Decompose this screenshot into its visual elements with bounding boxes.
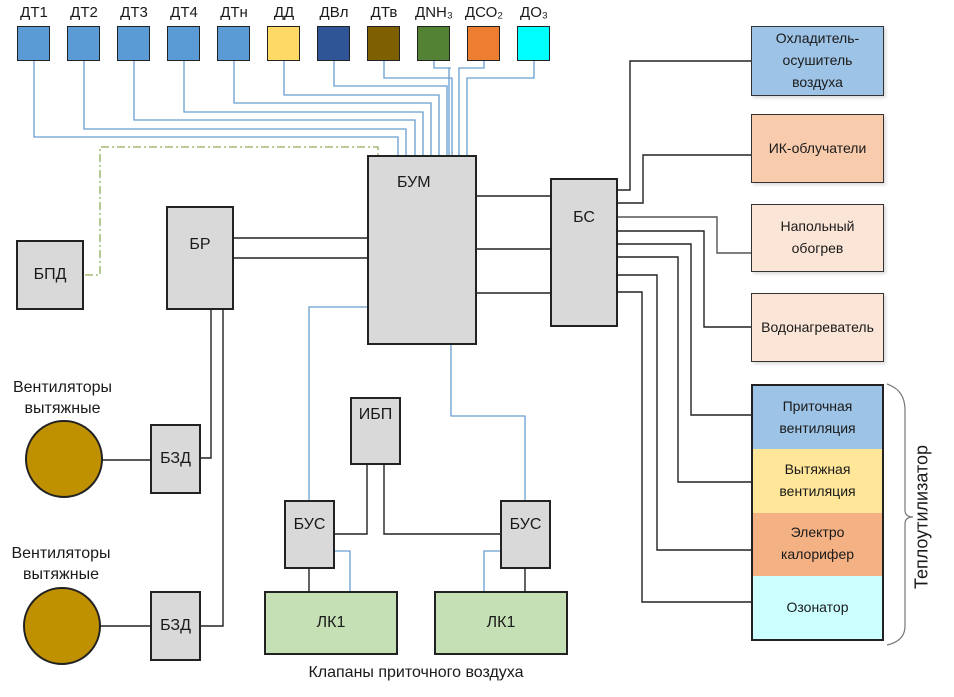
output-water-heater-label: Водонагреватель [761, 318, 874, 335]
wire-dt2 [83, 61, 407, 155]
sensor-label: ДСО₂ [464, 4, 504, 21]
wire-bus2-lk2 [483, 550, 500, 591]
output-cooler-dryer-label: Охладитель-осушитель воздуха [775, 30, 860, 90]
block-ibp-label: ИБП [358, 406, 393, 423]
wire-bs-supply [617, 243, 751, 416]
wire-bs-heater [617, 274, 751, 551]
sensor-box[interactable] [17, 26, 50, 61]
block-bzd-1-label: БЗД [160, 450, 191, 468]
wire-bus1-lk1 [334, 550, 351, 591]
output-ir-emitters-label: ИК-облучатели [768, 139, 867, 156]
sensor-wires [33, 61, 535, 591]
block-bpd[interactable]: БПД [16, 240, 84, 310]
wire-br-bzd1 [200, 309, 212, 459]
wire-bs-exhaust [617, 256, 751, 483]
sensor-label: ДТ2 [70, 4, 98, 21]
sensor-box[interactable] [167, 26, 200, 61]
valve-lk1-1[interactable]: ЛК1 [264, 591, 398, 655]
block-br-label: БР [189, 236, 211, 253]
heat-recovery-label-text: Теплоутилизатор [911, 444, 932, 590]
sensor-box[interactable] [67, 26, 100, 61]
hr-ozonator[interactable]: Озонатор [753, 575, 882, 639]
sensor-box[interactable] [267, 26, 300, 61]
block-bzd-2[interactable]: БЗД [150, 591, 201, 661]
sensor-box[interactable] [517, 26, 550, 61]
sensor-box[interactable] [217, 26, 250, 61]
block-bum-label: БУМ [397, 174, 431, 191]
sensor-label: ДТ1 [20, 4, 48, 21]
wire-br-bzd2 [200, 309, 224, 627]
wire-dt3 [133, 61, 416, 155]
hr-electric-heater-label: Электро калорифер [780, 524, 855, 563]
wire-dd [283, 61, 440, 155]
output-water-heater[interactable]: Водонагреватель [751, 293, 884, 362]
fan-2[interactable] [23, 587, 101, 665]
wire-dtn [233, 61, 432, 155]
hr-supply-ventilation[interactable]: Приточная вентиляция [753, 386, 882, 450]
block-bzd-2-label: БЗД [160, 617, 191, 635]
wire-dtv [383, 61, 453, 155]
wire-bs-ozone [617, 291, 751, 603]
wire-bs-ir [617, 154, 751, 204]
block-bpd-label: БПД [33, 266, 67, 284]
sensor-label: ДNH₃ [415, 4, 453, 21]
sensor-label: ДВл [319, 4, 349, 21]
sensor-label: ДТ4 [170, 4, 198, 21]
fan-caption-1: Вентиляторы вытяжные [12, 379, 113, 417]
sensor-box[interactable] [317, 26, 350, 61]
wire-dt4 [183, 61, 424, 155]
valve-lk1-2-label: ЛК1 [486, 614, 516, 632]
brace-heat-recovery [886, 383, 914, 646]
block-bus-1[interactable]: БУС [284, 500, 335, 569]
sensor-box[interactable] [467, 26, 500, 61]
fan-caption-2: Вентиляторы вытяжные [11, 545, 111, 583]
wire-dco2 [458, 61, 485, 155]
sensor-label: ДТ3 [120, 4, 148, 21]
block-br[interactable]: БР [166, 206, 234, 310]
output-floor-heating[interactable]: Напольный обогрев [751, 204, 884, 272]
radio-link-bpd [85, 146, 379, 276]
wire-bs-water [617, 230, 751, 328]
fan-1[interactable] [25, 420, 103, 498]
hr-supply-ventilation-label: Приточная вентиляция [779, 397, 856, 436]
sensor-box[interactable] [117, 26, 150, 61]
sensor-box[interactable] [417, 26, 450, 61]
valve-lk1-2[interactable]: ЛК1 [434, 591, 568, 655]
wire-dt1 [33, 61, 399, 155]
hr-exhaust-ventilation-label: Вытяжная вентиляция [779, 461, 856, 499]
hr-ozonator-label: Озонатор [786, 598, 849, 615]
sensor-label: ДТн [220, 4, 248, 21]
wire-bs-cooler [617, 60, 751, 191]
sensor-box[interactable] [367, 26, 400, 61]
wire-dvl [333, 61, 448, 155]
sensor-label: ДД [273, 4, 295, 21]
block-bus-1-label: БУС [293, 515, 326, 533]
block-bzd-1[interactable]: БЗД [150, 424, 201, 494]
valves-caption: Клапаны приточного воздуха [308, 664, 524, 681]
output-floor-heating-label: Напольный обогрев [780, 218, 855, 256]
wire-ibp-bus2 [383, 464, 500, 535]
hr-exhaust-ventilation[interactable]: Вытяжная вентиляция [753, 449, 882, 513]
sensor-label: ДО₃ [520, 4, 548, 21]
output-cooler-dryer[interactable]: Охладитель-осушитель воздуха [751, 26, 884, 96]
block-bum[interactable]: БУМ [367, 155, 477, 345]
wire-dnh3 [433, 61, 451, 155]
sensor-label: ДТв [370, 4, 398, 21]
block-bus-2[interactable]: БУС [500, 500, 551, 569]
wire-bs-floor [617, 216, 751, 254]
block-bus-2-label: БУС [509, 515, 542, 533]
block-bs[interactable]: БС [550, 178, 618, 327]
heat-recovery-unit: Приточная вентиляция Вытяжная вентиляция… [751, 384, 884, 641]
heat-recovery-label: Теплоутилизатор [902, 427, 942, 607]
block-ibp[interactable]: ИБП [350, 397, 401, 465]
hr-electric-heater[interactable]: Электро калорифер [753, 512, 882, 576]
power-wires [99, 60, 751, 627]
wire-bum-bus1 [308, 306, 367, 500]
valve-lk1-1-label: ЛК1 [316, 614, 346, 632]
wire-ibp-bus1 [334, 464, 368, 535]
output-ir-emitters[interactable]: ИК-облучатели [751, 114, 884, 183]
block-bs-label: БС [573, 209, 595, 226]
wire-bum-bus2 [450, 344, 526, 500]
wire-do3 [466, 61, 535, 155]
